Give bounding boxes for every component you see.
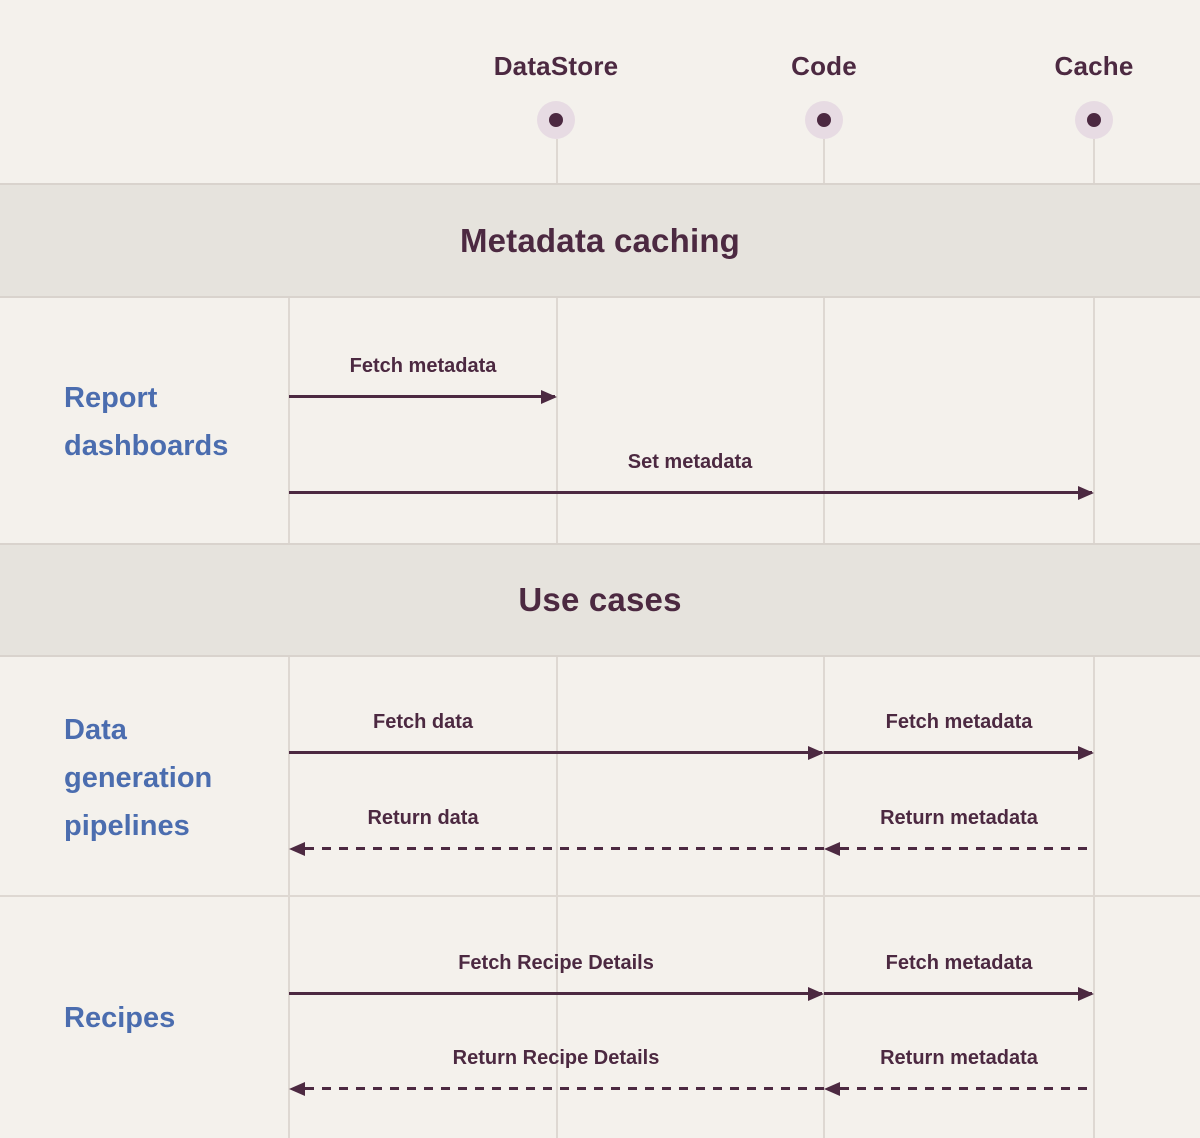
lifeline-header-datastore: DataStore [456, 48, 656, 139]
arrowhead-right-icon [808, 987, 824, 1001]
marker-dot [549, 113, 563, 127]
arrowhead-left-icon [289, 1082, 305, 1096]
lifeline-marker-icon [1075, 101, 1113, 139]
message-label: Fetch data [372, 711, 474, 733]
message-arrow-dashed [305, 1087, 824, 1090]
message-label: Return metadata [880, 1047, 1038, 1069]
marker-dot [1087, 113, 1101, 127]
message-label: Fetch Recipe Details [458, 952, 654, 974]
arrowhead-left-icon [289, 842, 305, 856]
lifeline-title: Cache [1054, 51, 1134, 81]
arrowhead-right-icon [541, 390, 557, 404]
message-arrow-dashed [840, 847, 1094, 850]
section-band-metadata-caching: Metadata caching [0, 183, 1200, 298]
message-label: Return Recipe Details [452, 1047, 660, 1069]
arrowhead-right-icon [1078, 746, 1094, 760]
lifeline-marker-icon [805, 101, 843, 139]
message-label: Fetch metadata [885, 711, 1033, 733]
message-label: Return data [367, 807, 479, 829]
row-label-data-generation-pipelines: Data generation pipelines [64, 714, 213, 842]
arrowhead-right-icon [808, 746, 824, 760]
lifeline-title: Code [791, 51, 857, 81]
row-label-recipes: Recipes [64, 1002, 176, 1034]
section-title: Use cases [518, 581, 682, 618]
marker-dot [817, 113, 831, 127]
message-arrow-solid [289, 751, 822, 754]
message-arrow-solid [824, 751, 1092, 754]
message-arrow-solid [289, 992, 822, 995]
arrowhead-left-icon [824, 842, 840, 856]
message-label: Fetch metadata [349, 355, 497, 377]
message-label: Set metadata [627, 451, 753, 473]
message-label: Fetch metadata [885, 952, 1033, 974]
section-band-use-cases: Use cases [0, 543, 1200, 657]
message-arrow-solid [289, 395, 555, 398]
arrowhead-left-icon [824, 1082, 840, 1096]
message-arrow-dashed [305, 847, 824, 850]
arrowhead-right-icon [1078, 987, 1094, 1001]
label-column-divider [288, 183, 290, 1138]
row-label-report-dashboards: Report dashboards [64, 382, 229, 462]
lifeline-header-code: Code [724, 48, 924, 139]
message-label: Return metadata [880, 807, 1038, 829]
arrowhead-right-icon [1078, 486, 1094, 500]
lifeline-marker-icon [537, 101, 575, 139]
message-arrow-solid [289, 491, 1092, 494]
lifeline-header-cache: Cache [994, 48, 1194, 139]
lifeline-title: DataStore [493, 51, 619, 81]
row-divider [0, 895, 1200, 897]
message-arrow-solid [824, 992, 1092, 995]
section-title: Metadata caching [459, 221, 741, 259]
message-arrow-dashed [840, 1087, 1094, 1090]
